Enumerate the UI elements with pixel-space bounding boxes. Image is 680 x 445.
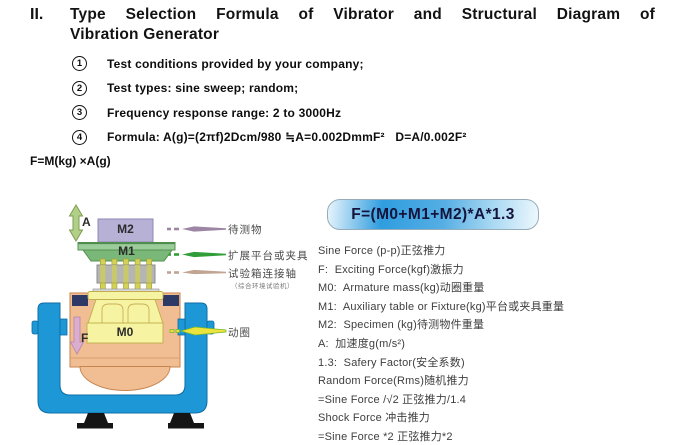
list-item-text: Test conditions provided by your company… — [107, 56, 364, 71]
formula-highlight-box: F=(M0+M1+M2)*A*1.3 — [327, 199, 539, 230]
list-item: 2 Test types: sine sweep; random; — [72, 80, 299, 96]
circled-number-icon: 4 — [72, 129, 87, 145]
callout-coil: 动圈 — [228, 326, 251, 339]
label-m0: M0 — [116, 325, 134, 339]
magnet-left — [72, 295, 88, 306]
connection-shaft — [92, 258, 160, 294]
list-item: 4 Formula: A(g)=(2πf)2Dcm/980 ≒A=0.002Dm… — [72, 129, 467, 145]
generator-body-bottom — [79, 366, 171, 391]
vibration-generator-diagram: A M2 M1 M0 F 待测物 扩展平台或夹具 试验箱连接轴 （综合环境试验机… — [30, 195, 330, 445]
callout-shaft-sub: （综合环境试验机） — [231, 283, 294, 290]
legend-line: F: Exciting Force(kgf)激振力 — [318, 263, 464, 276]
page-title-line2: Vibration Generator — [70, 26, 220, 43]
legend-line: Sine Force (p-p)正弦推力 — [318, 245, 446, 257]
force-arrow-icon — [69, 316, 85, 355]
label-acceleration: A — [82, 215, 91, 229]
list-item-text: Frequency response range: 2 to 3000Hz — [107, 105, 342, 120]
foot-right — [168, 413, 204, 429]
circled-number-icon: 3 — [72, 105, 87, 120]
acceleration-arrow-icon — [68, 204, 84, 242]
legend-line: =Sine Force /√2 正弦推力/1.4 — [318, 393, 467, 406]
magnet-right — [163, 295, 179, 306]
section-numeral: II. — [30, 6, 44, 23]
callout-shaft: 试验箱连接轴 — [228, 267, 297, 280]
callout-platform: 扩展平台或夹具 — [228, 249, 309, 262]
callout-arrow-platform — [167, 251, 226, 258]
label-m1: M1 — [118, 244, 135, 258]
callout-specimen: 待测物 — [228, 224, 263, 236]
list-item-text: Test types: sine sweep; random; — [107, 81, 299, 95]
legend-line: =Sine Force *2 正弦推力*2 — [318, 430, 453, 443]
page-title-line1: Type Selection Formula of Vibrator and S… — [70, 6, 655, 23]
legend-line: M0: Armature mass(kg)动圈重量 — [318, 282, 485, 295]
label-m2: M2 — [117, 222, 134, 236]
force-formula-text: F=M(kg) ×A(g) — [30, 154, 111, 168]
legend-line: A: 加速度g(m/s²) — [318, 337, 406, 350]
legend-line: M2: Specimen (kg)待测物件重量 — [318, 319, 485, 332]
list-item: 1 Test conditions provided by your compa… — [72, 56, 364, 71]
diagram-drawing — [31, 204, 227, 429]
platform-trapezoid — [82, 249, 173, 262]
circled-number-icon: 1 — [72, 56, 87, 71]
callout-arrow-shaft — [167, 269, 226, 275]
list-item-text: Formula: A(g)=(2πf)2Dcm/980 ≒A=0.002DmmF… — [107, 130, 467, 144]
symbol-legend: Sine Force (p-p)正弦推力 F: Exciting Force(k… — [318, 242, 678, 445]
legend-line: Random Force(Rms)随机推力 — [318, 375, 469, 388]
armature — [86, 291, 164, 344]
callout-arrow-specimen — [167, 226, 226, 232]
legend-line: 1.3: Safery Factor(安全系数) — [318, 356, 465, 369]
legend-line: Shock Force 冲击推力 — [318, 412, 431, 425]
list-item: 3 Frequency response range: 2 to 3000Hz — [72, 105, 341, 120]
label-force: F — [81, 331, 89, 345]
foot-left — [77, 413, 113, 429]
circled-number-icon: 2 — [72, 80, 87, 96]
legend-line: M1: Auxiliary table or Fixture(kg)平台或夹具重… — [318, 300, 565, 313]
coil-callout-arrow — [169, 326, 227, 336]
